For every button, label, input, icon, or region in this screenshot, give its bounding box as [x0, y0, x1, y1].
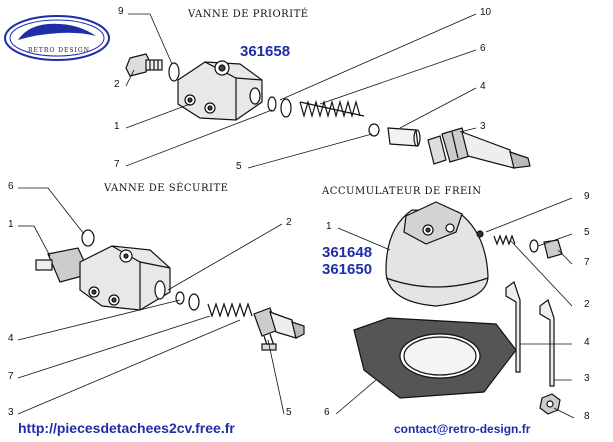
callout-number: 1 [326, 221, 332, 232]
washer-part [168, 62, 180, 82]
callout-number: 3 [584, 373, 590, 384]
safety-valve-assembly [35, 229, 305, 351]
small-washer-part [368, 123, 380, 137]
callout-number: 2 [286, 217, 292, 228]
valve-body-part [177, 60, 263, 121]
spring-part [299, 99, 365, 119]
ball-part [476, 230, 484, 238]
rod-part [505, 281, 555, 387]
contact-email-link[interactable]: contact@retro-design.fr [394, 422, 531, 436]
brake-accumulator-ref-1: 361648 [322, 244, 373, 261]
plug-connector-part [427, 127, 531, 169]
priority-valve-ref: 361658 [240, 43, 291, 60]
plug-connector-part [253, 307, 305, 351]
callout-number: 6 [8, 181, 14, 192]
brake-accumulator-ref-2: 361650 [322, 261, 373, 278]
callout-number: 5 [584, 227, 590, 238]
leader-lines-left [17, 187, 285, 415]
seal-ring-part [81, 229, 95, 247]
website-link[interactable]: http://piecesdetachees2cv.free.fr [18, 420, 235, 436]
spring-part [493, 234, 516, 246]
callout-number: 4 [480, 81, 486, 92]
base-plate-part [353, 317, 517, 399]
callout-number: 1 [8, 219, 14, 230]
callout-number: 7 [114, 159, 120, 170]
retro-design-logo [4, 15, 110, 61]
callout-number: 10 [480, 7, 492, 18]
logo-text: RETRO DESIGN [28, 47, 90, 54]
callout-number: 9 [118, 6, 124, 17]
callout-number: 4 [584, 337, 590, 348]
callout-number: 7 [8, 371, 14, 382]
callout-number: 1 [114, 121, 120, 132]
bolt-part [125, 53, 163, 77]
seal-ring-part [188, 293, 200, 311]
safety-valve-title: VANNE DE SÉCURITE [104, 183, 229, 194]
callout-number: 2 [584, 299, 590, 310]
priority-valve-assembly [125, 53, 531, 169]
callout-number: 8 [584, 411, 590, 422]
callout-number: 6 [324, 407, 330, 418]
leader-lines-top [125, 13, 477, 169]
callout-number: 7 [584, 257, 590, 268]
accumulator-dome-part [385, 201, 489, 307]
piston-part [387, 127, 421, 147]
seal-ring-part [280, 98, 292, 118]
callout-number: 2 [114, 79, 120, 90]
callout-number: 6 [480, 43, 486, 54]
valve-body-part [79, 245, 171, 311]
callout-number: 3 [8, 407, 14, 418]
priority-valve-title: VANNE DE PRIORITÉ [188, 9, 309, 20]
seal-ring-part [175, 291, 185, 305]
callout-number: 5 [236, 161, 242, 172]
callout-number: 3 [480, 121, 486, 132]
brake-accumulator-assembly [353, 201, 563, 415]
nut-part [539, 393, 561, 415]
spring-part [207, 302, 253, 318]
callout-number: 5 [286, 407, 292, 418]
callout-number: 4 [8, 333, 14, 344]
seal-ring-part [529, 239, 539, 253]
leader-lines-right [335, 197, 575, 419]
callout-number: 9 [584, 191, 590, 202]
seal-ring-part [267, 96, 277, 112]
brake-accumulator-title: ACCUMULATEUR DE FREIN [322, 186, 482, 197]
